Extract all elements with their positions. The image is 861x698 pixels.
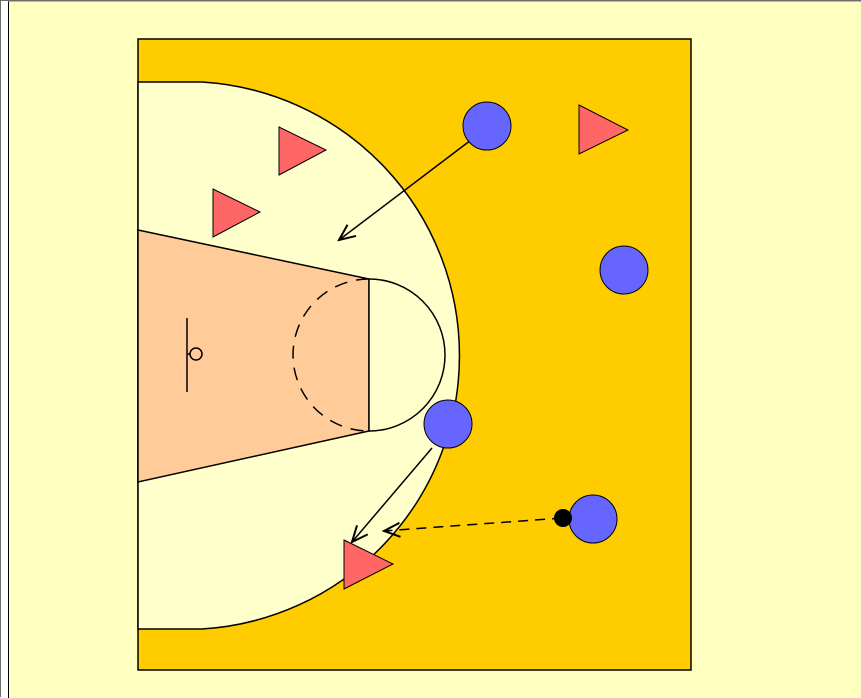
defender-icon-2 <box>212 188 262 238</box>
defender-icon-4 <box>343 539 395 590</box>
cut-arrow-bottom <box>352 447 433 542</box>
offensive-player-icon-2 <box>599 245 649 295</box>
basketball-play-diagram <box>137 38 692 671</box>
cut-arrow-top <box>339 139 472 240</box>
offensive-player-icon-1 <box>462 101 512 151</box>
offensive-player-icon-3 <box>423 399 473 449</box>
basket-icon <box>186 318 203 392</box>
free-throw-circle-outer <box>368 278 446 432</box>
play-diagram-panel <box>8 1 861 698</box>
defender-icon-1 <box>278 126 328 176</box>
offensive-player-icon-4 <box>568 494 618 544</box>
free-throw-circle-dashed <box>292 278 370 432</box>
pass-arrow-dashed <box>384 517 563 531</box>
defender-icon-3 <box>578 104 630 155</box>
ball-icon <box>554 509 572 527</box>
rim <box>189 347 203 361</box>
